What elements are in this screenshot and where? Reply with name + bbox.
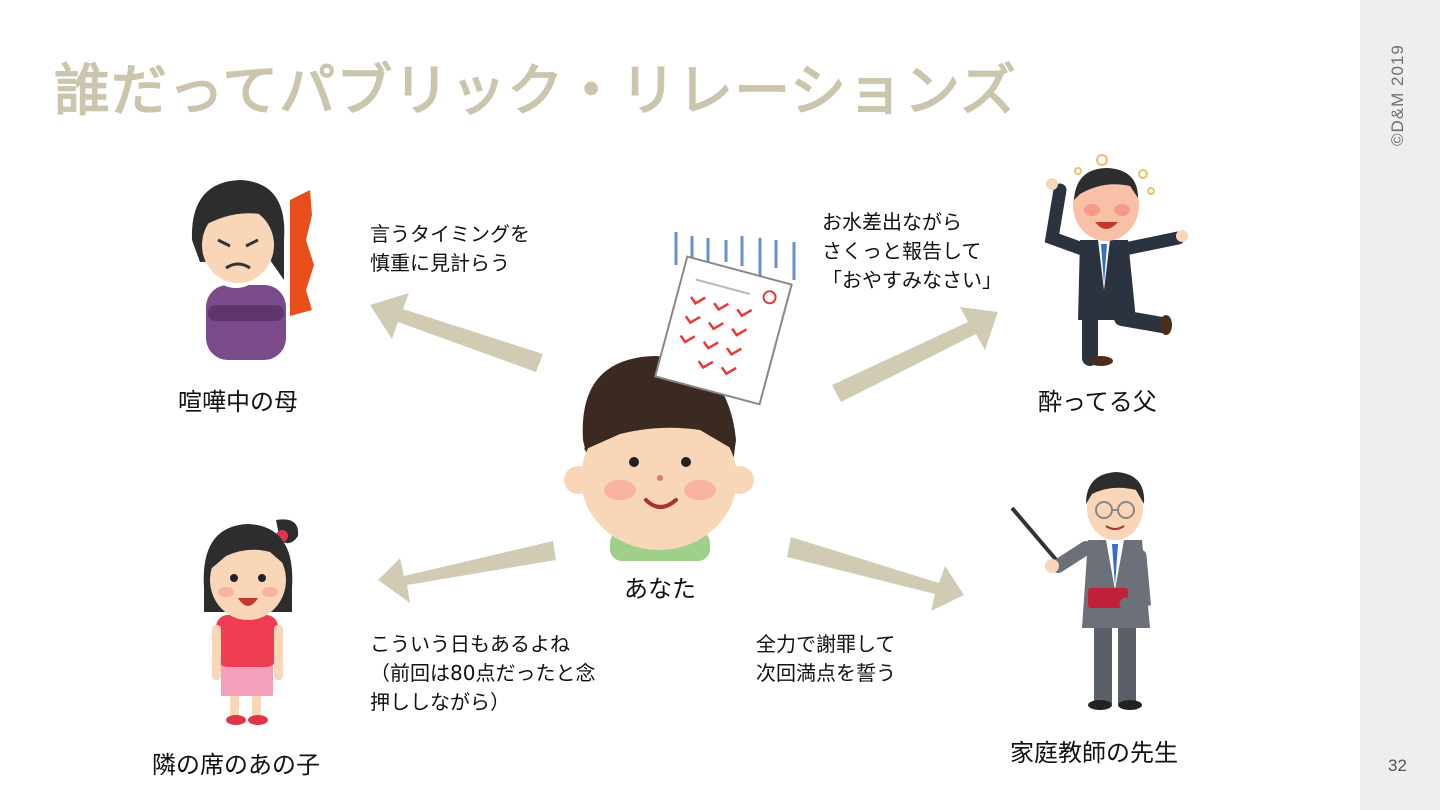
arrow-to-mother (370, 293, 543, 372)
teacher-icon (1010, 472, 1151, 710)
note-father: お水差出ながら さくっと報告して 「おやすみなさい」 (822, 210, 1002, 292)
angry-mother-icon (191, 180, 314, 360)
arrow-to-girl (378, 541, 556, 603)
page-number: 32 (1388, 756, 1407, 775)
label-girl: 隣の席のあの子 (152, 751, 320, 779)
sidebar-strip (1360, 0, 1440, 810)
label-father: 酔ってる父 (1038, 388, 1157, 416)
arrow-to-tutor (787, 537, 964, 611)
drunk-father-icon (1044, 154, 1188, 366)
girl-icon (203, 519, 299, 725)
note-girl: こういう日もあるよね （前回は80点だったと念 押ししながら） (370, 632, 596, 714)
slide-title: 誰だってパブリック・リレーションズ (54, 59, 1017, 124)
label-you: あなた (624, 575, 696, 603)
copyright: ©D&M 2019 (1386, 30, 1416, 160)
label-tutor: 家庭教師の先生 (1010, 739, 1178, 767)
arrow-to-father (832, 307, 998, 402)
boy-with-test-icon (564, 232, 796, 561)
copyright-text: ©D&M 2019 (1388, 44, 1407, 146)
label-mother: 喧嘩中の母 (178, 388, 298, 416)
arrows (370, 293, 998, 611)
note-tutor: 全力で謝罪して 次回満点を誓う (756, 632, 896, 685)
illustrations (191, 154, 1188, 725)
note-mother: 言うタイミングを 慎重に見計らう (370, 222, 530, 275)
